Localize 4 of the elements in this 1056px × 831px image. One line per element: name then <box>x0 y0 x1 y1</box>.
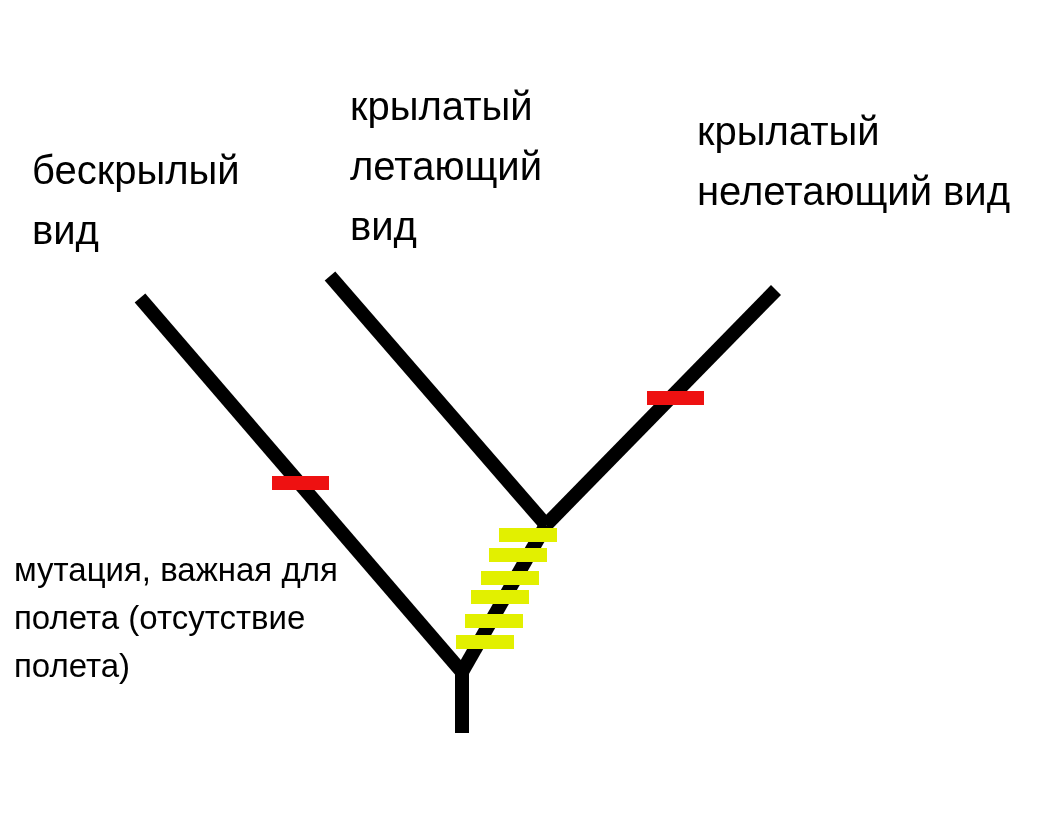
species-label: крылатый нелетающий вид <box>697 108 1012 215</box>
species-label: крылатый летающий вид <box>350 83 543 250</box>
mutation-note: мутация, важная для полета (отсутствие полета) <box>14 550 338 686</box>
species-label: бескрылый вид <box>32 147 241 254</box>
